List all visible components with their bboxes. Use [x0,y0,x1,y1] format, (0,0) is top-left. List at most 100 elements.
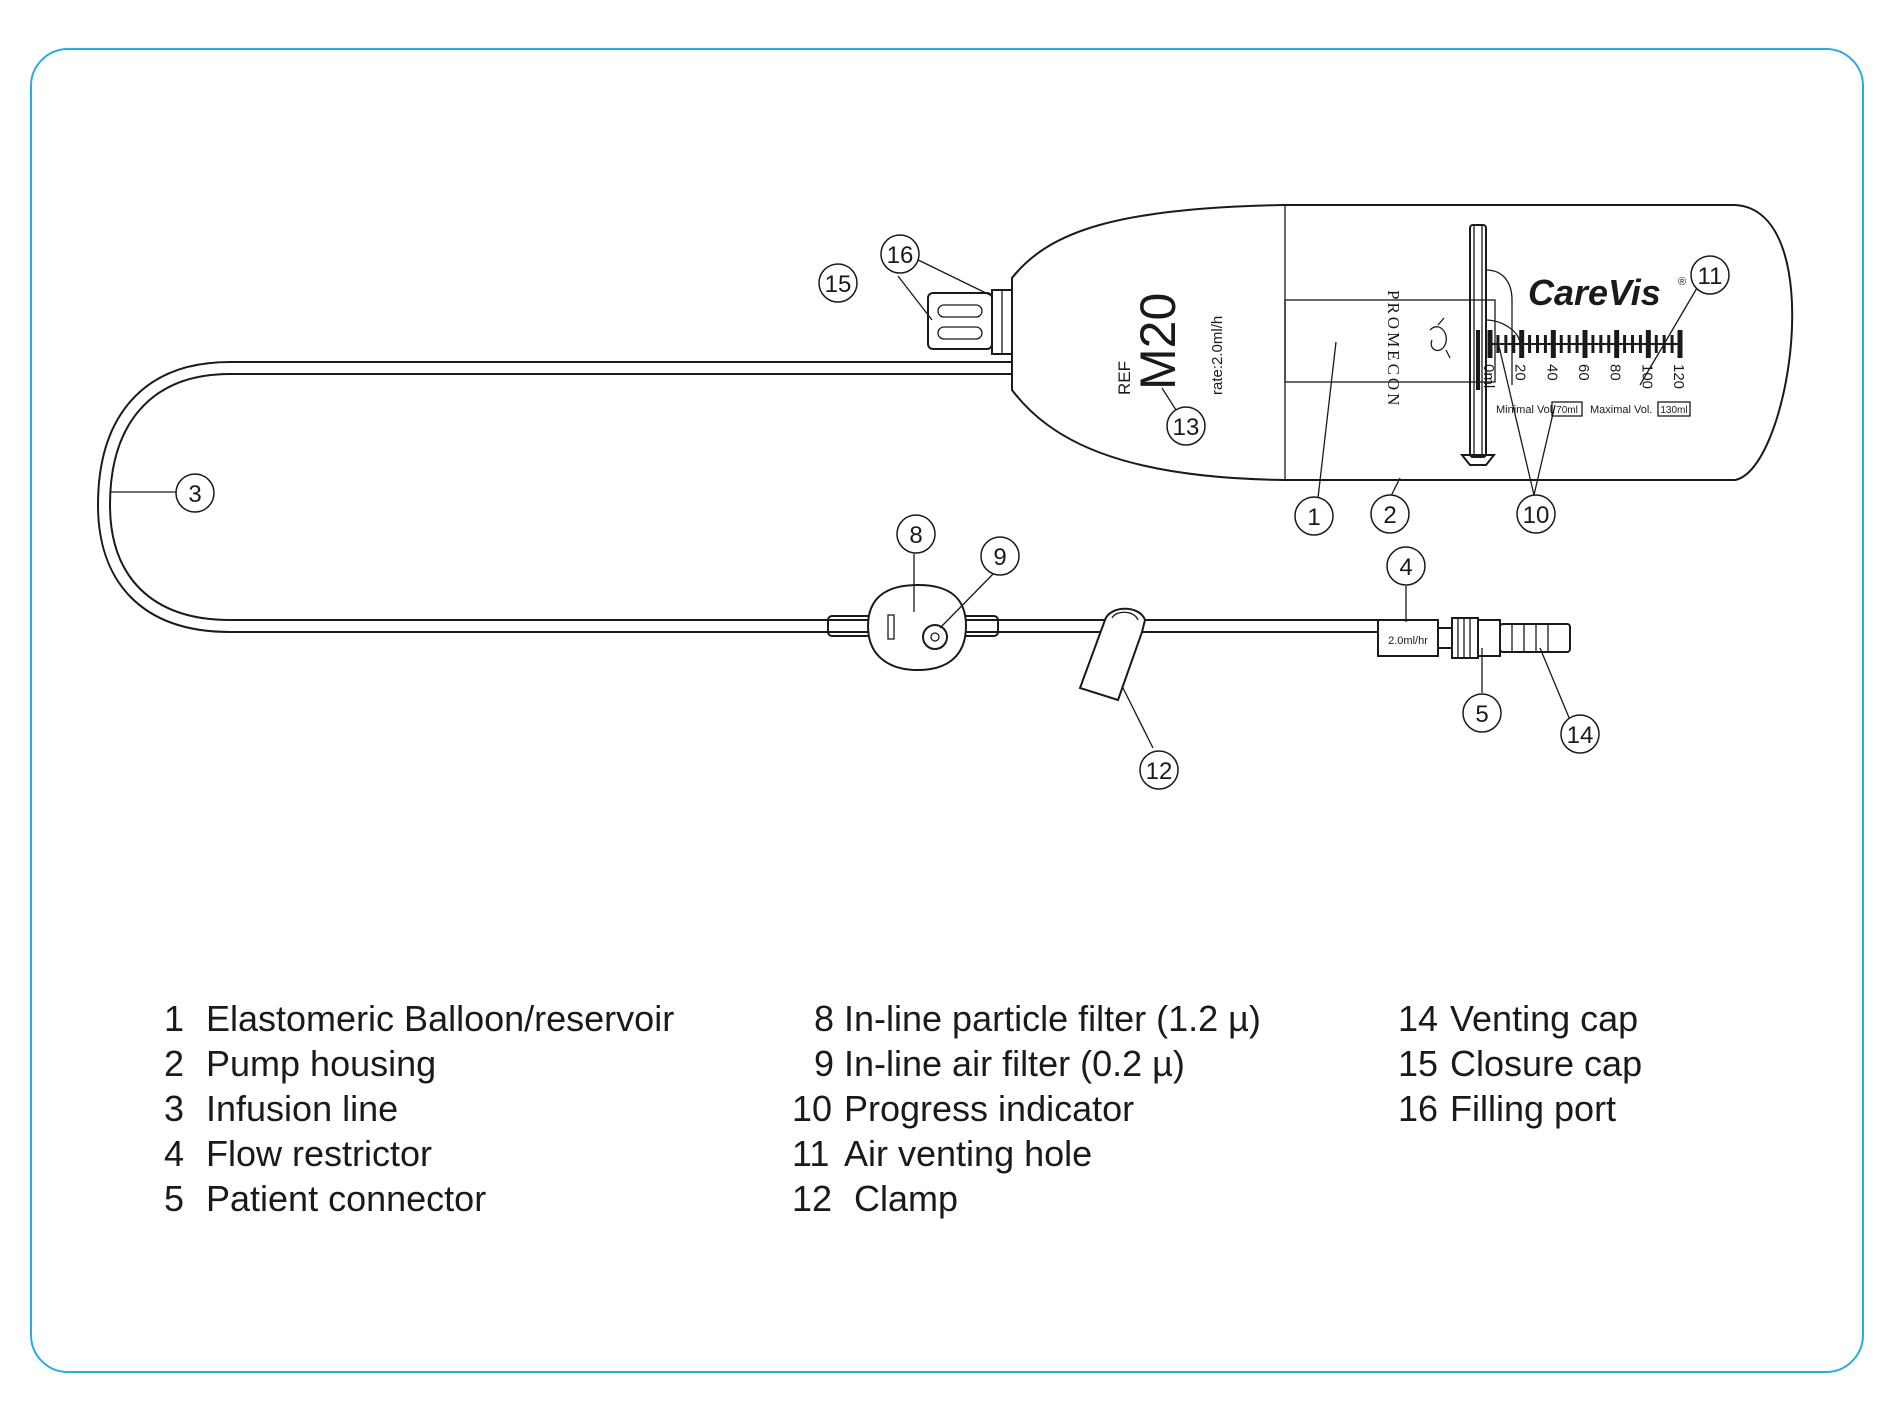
svg-text:15: 15 [825,271,852,298]
callout-8: 8 [896,514,936,554]
svg-text:4: 4 [1399,554,1412,581]
maker-label: PROMECON [1384,290,1403,408]
callout-9: 9 [980,536,1020,576]
restrictor-label: 2.0ml/hr [1388,635,1428,647]
progress-indicator [1459,224,1521,466]
callout-15: 15 [818,263,858,303]
scale-tick [1638,335,1642,353]
svg-text:14: 14 [1567,722,1594,749]
scale-tick [1645,330,1651,358]
svg-text:2: 2 [1383,502,1396,529]
scale-tick-label: 100 [1638,364,1655,389]
scale-tick [1670,335,1674,353]
svg-text:5: 5 [1475,701,1488,728]
venting-cap [1499,623,1571,653]
scale-tick [1582,330,1588,358]
scale-tick-label: 60 [1575,364,1592,381]
scale-tick-label: 120 [1670,364,1687,389]
diagram-frame [30,48,1864,1373]
elastomeric-balloon [1284,299,1496,383]
scale-tick [1607,335,1611,353]
scale-tick-label: 40 [1543,364,1560,381]
scale-tick [1528,335,1532,353]
callout-5: 5 [1462,693,1502,733]
scale-tick [1567,335,1571,353]
rate-label: rate:2.0ml/h [1209,316,1226,395]
scale-tick [1575,335,1579,353]
scale-tick [1654,335,1658,353]
ref-label: REF [1115,361,1134,395]
filling-port [991,289,1013,355]
brand-logo: CareVis [1528,272,1661,313]
scale-tick-label: 20 [1512,364,1529,381]
scale-tick [1536,335,1539,353]
scale-tick [1677,330,1683,358]
callout-10: 10 [1516,494,1556,534]
infusion-line [96,361,1378,633]
svg-text:13: 13 [1173,414,1200,441]
scale-tick-label: 0ml [1480,364,1497,388]
svg-text:1: 1 [1307,504,1320,531]
registered-mark: ® [1678,276,1686,288]
scale-tick [1623,335,1627,353]
scale-tick [1504,335,1508,353]
svg-text:8: 8 [909,522,922,549]
svg-text:12: 12 [1146,758,1173,785]
callout-12: 12 [1139,750,1179,790]
clamp [1078,607,1147,702]
svg-text:3: 3 [188,481,201,508]
scale-tick [1559,335,1563,353]
svg-text:9: 9 [993,544,1006,571]
scale-tick [1487,330,1493,358]
svg-text:10: 10 [1523,502,1550,529]
scale-tick [1550,330,1556,358]
callout-3: 3 [175,473,215,513]
scale-tick-label: 80 [1607,364,1624,381]
callout-1: 1 [1294,496,1334,536]
flow-restrictor: 2.0ml/hr [1377,619,1439,657]
model-label: M20 [1130,293,1186,390]
scale-tick [1631,335,1634,353]
scale-tick [1543,335,1547,353]
maximal-vol-value: 130ml [1660,405,1687,416]
callout-4: 4 [1386,546,1426,586]
svg-text:11: 11 [1698,263,1723,290]
callout-13: 13 [1166,406,1206,446]
minimal-vol-label: Minimal Vol. [1496,404,1555,416]
leader-lines [110,255,1698,749]
inline-filter [827,583,999,672]
callout-16: 16 [880,234,920,274]
patient-connector [1437,617,1501,659]
scale-tick [1591,335,1595,353]
scale-tick [1512,335,1516,353]
bird-logo-icon [1429,317,1451,359]
volume-scale: 0ml 20 40 60 80 100 120 [1480,330,1687,389]
scale-tick [1519,330,1525,358]
maximal-vol-label: Maximal Vol. [1590,404,1652,416]
callout-14: 14 [1560,714,1600,754]
closure-cap [927,292,993,350]
callout-2: 2 [1370,494,1410,534]
callout-11: 11 [1690,255,1730,295]
scale-tick [1614,330,1620,358]
svg-text:16: 16 [887,242,914,269]
minimal-vol-value: 70ml [1556,405,1578,416]
scale-tick [1599,335,1603,353]
